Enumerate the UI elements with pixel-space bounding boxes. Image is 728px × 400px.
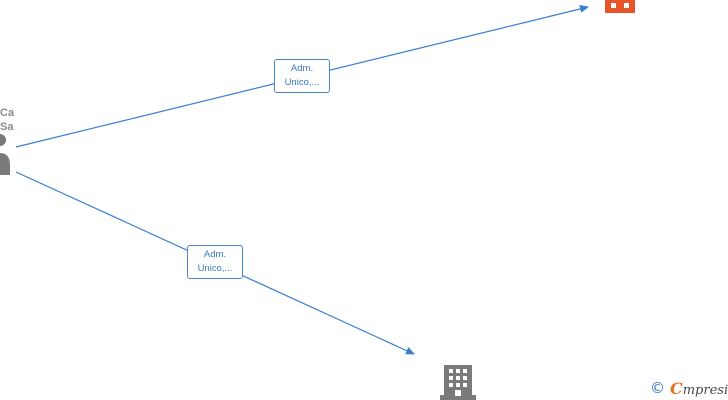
- edge-label-1-line-2: Unico,...: [284, 77, 320, 88]
- person-name-line-1: Cathy: [0, 107, 14, 119]
- copyright-icon: ©: [650, 378, 665, 397]
- brand-name: Cmpresia: [670, 379, 728, 398]
- brand-initial: C: [670, 378, 683, 398]
- edge-label-1-line-1: Adm.: [290, 63, 314, 74]
- company-building-icon-2[interactable]: [440, 365, 476, 400]
- person-name-line-2: Sarah: [0, 121, 14, 133]
- brand-watermark: © Cmpresia: [650, 378, 728, 398]
- company-building-icon-1[interactable]: [605, 0, 635, 13]
- edge-label-2[interactable]: Adm. Unico,...: [187, 245, 243, 279]
- person-name[interactable]: Cathy Sarah: [0, 106, 14, 134]
- person-icon[interactable]: [0, 134, 10, 175]
- edge-label-2-line-2: Unico,...: [197, 263, 233, 274]
- edge-label-1[interactable]: Adm. Unico,...: [274, 59, 330, 93]
- edge-label-2-line-1: Adm.: [203, 249, 227, 260]
- brand-rest: mpresia: [682, 382, 728, 398]
